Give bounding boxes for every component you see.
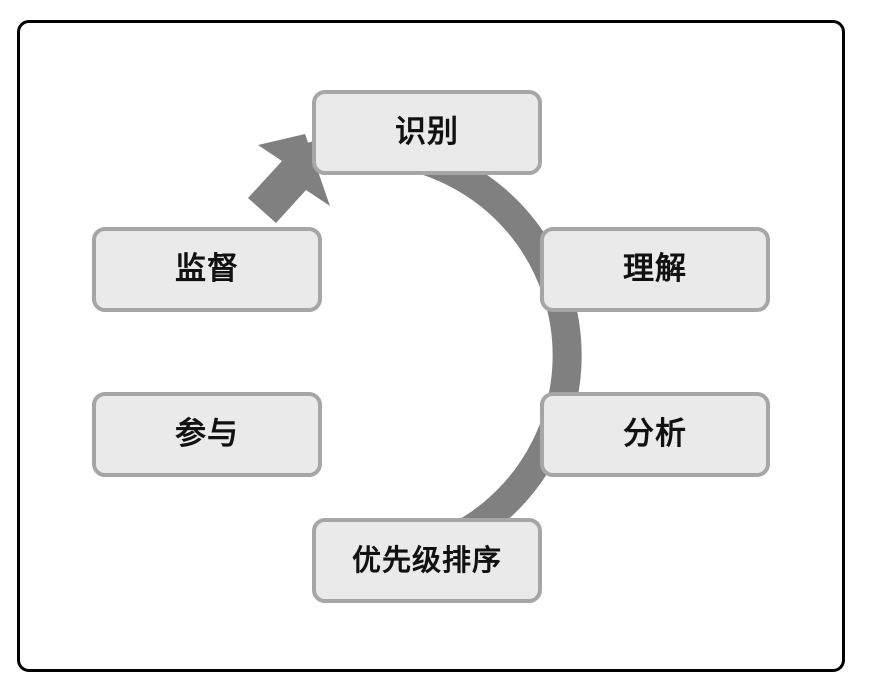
cycle-ring-path [292,135,582,564]
cycle-arrowhead-icon [248,134,330,223]
cycle-node-monitor-label: 监督 [175,251,239,287]
cycle-node-understand-label: 理解 [623,251,687,287]
cycle-node-monitor[interactable]: 监督 [92,227,322,312]
cycle-node-prioritize[interactable]: 优先级排序 [312,518,542,603]
cycle-node-engage-label: 参与 [175,416,239,452]
cycle-node-understand[interactable]: 理解 [540,227,770,312]
cycle-node-analyze[interactable]: 分析 [540,392,770,477]
cycle-node-identify-label: 识别 [395,114,459,150]
cycle-node-analyze-label: 分析 [623,416,687,452]
cycle-node-engage[interactable]: 参与 [92,392,322,477]
cycle-node-prioritize-label: 优先级排序 [351,543,502,577]
cycle-node-identify[interactable]: 识别 [312,90,542,175]
